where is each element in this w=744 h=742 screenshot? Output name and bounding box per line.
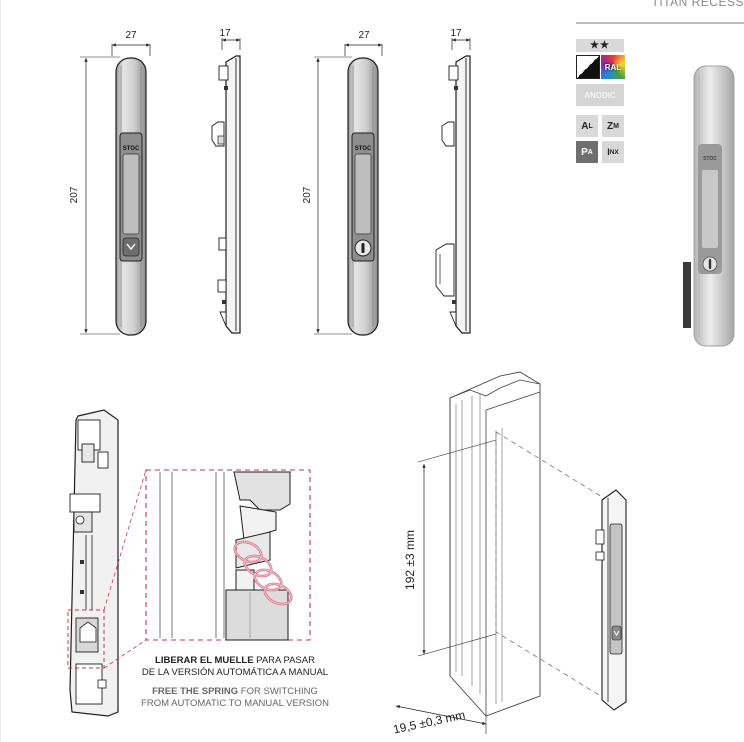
header-rule	[576, 22, 744, 24]
dim-depth-1: 17	[219, 28, 231, 39]
caption-es: LIBERAR EL MUELLE PARA PASAR DE LA VERSI…	[130, 655, 340, 679]
caption-es-rest: PARA PASAR	[253, 655, 315, 666]
ral-badge: RAL	[601, 55, 625, 79]
mechanism-cutaway	[67, 409, 119, 717]
side-view-1: 17	[211, 28, 241, 334]
dim-depth-2: 17	[450, 28, 462, 39]
zm-badge-sub: M	[613, 122, 619, 130]
brand-mark-3: STOC	[703, 156, 717, 162]
chevron-down-icon	[126, 243, 136, 251]
caption-en-rest: FOR SWITCHING	[238, 686, 318, 697]
caption-en-line2: FROM AUTOMATIC TO MANUAL VERSION	[141, 698, 329, 709]
dim-height-2: 207	[302, 186, 313, 203]
header-title: TITAN RECESS	[651, 0, 744, 9]
front-view-key: 27 207 STOC	[302, 30, 383, 336]
installation-drawing: 192 ±3 mm 19,5 ±0,3 mm	[392, 371, 627, 737]
black-white-finish-icon	[576, 55, 600, 79]
caption-es-bold: LIBERAR EL MUELLE	[155, 655, 254, 666]
dim-height-1: 207	[69, 186, 80, 203]
key-cylinder-icon	[361, 243, 365, 253]
page-left-rule	[0, 0, 1, 742]
al-badge-main: A	[581, 120, 589, 132]
dim-install-depth: 19,5 ±0,3 mm	[392, 708, 467, 737]
pa-badge-sub: A	[587, 148, 593, 156]
install-chevron-icon	[613, 630, 620, 636]
al-badge-sub: L	[588, 122, 593, 130]
caption-en: FREE THE SPRING FOR SWITCHING FROM AUTOM…	[130, 686, 340, 710]
photo-key-icon	[708, 259, 712, 269]
caption-es-line2: DE LA VERSIÓN AUTOMÁTICA A MANUAL	[141, 667, 329, 678]
inx-badge-sub: NX	[609, 148, 619, 156]
pa-badge-main: P	[581, 146, 588, 158]
spring-detail	[145, 469, 311, 641]
brand-mark-1: STOC	[123, 146, 140, 152]
inx-badge-main: I	[607, 147, 610, 157]
anodic-badge: ANODIC	[576, 84, 624, 106]
side-view-2: 17	[435, 28, 471, 334]
dim-width-1: 27	[125, 30, 137, 41]
product-photo: STOC	[683, 65, 735, 347]
caption-en-bold: FREE THE SPRING	[152, 686, 239, 697]
front-view-automatic: 27 207 STOC	[69, 30, 151, 336]
dim-install-height: 192 ±3 mm	[403, 530, 417, 590]
dim-width-2: 27	[358, 30, 370, 41]
stars-badge: ★★	[576, 39, 624, 52]
zm-badge-main: Z	[607, 120, 614, 132]
brand-mark-2: STOC	[355, 146, 372, 152]
